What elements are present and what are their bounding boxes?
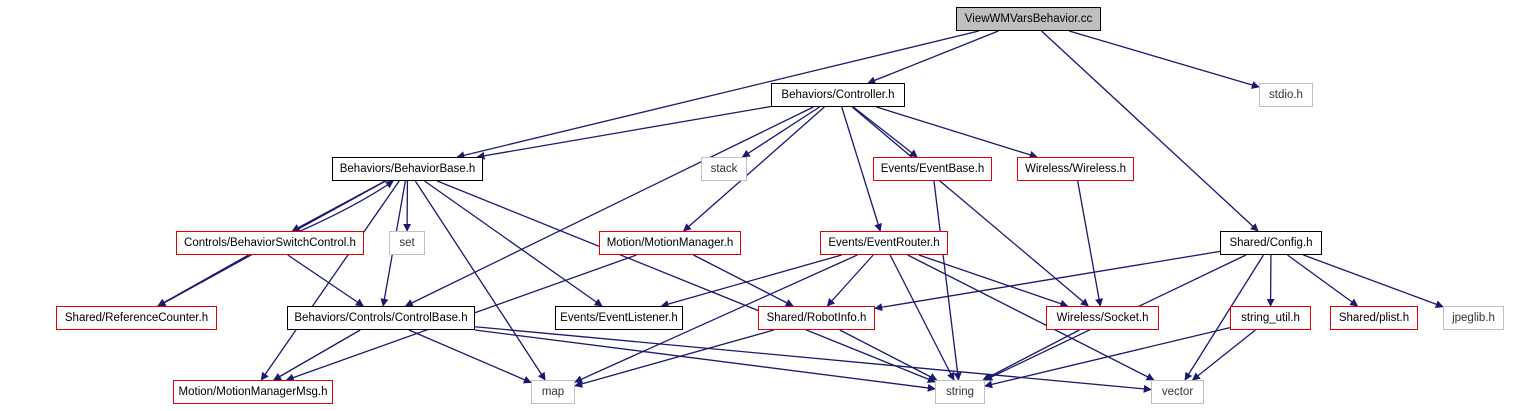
edge-controller-to-socket — [851, 106, 1089, 307]
node-shared-plist-h[interactable]: Shared/plist.h — [1330, 306, 1418, 330]
node-shared-robotinfo-h[interactable]: Shared/RobotInfo.h — [758, 306, 875, 330]
edge-strutil-to-string — [984, 327, 1231, 389]
edge-config-to-robotinfo — [874, 250, 1221, 312]
edge-root-to-controller — [867, 30, 999, 85]
node-events-eventlistener-h[interactable]: Events/EventListener.h — [555, 306, 683, 330]
edge-bswitch-to-bbase — [300, 180, 394, 232]
edge-root-to-stdio — [1068, 30, 1260, 89]
node-events-eventrouter-h[interactable]: Events/EventRouter.h — [820, 231, 948, 255]
node-shared-referencecounter-h[interactable]: Shared/ReferenceCounter.h — [56, 306, 217, 330]
edge-root-to-bbase — [456, 30, 979, 160]
edge-controller-to-evrouter — [841, 106, 882, 232]
node-map[interactable]: map — [531, 380, 575, 404]
node-stack[interactable]: stack — [701, 157, 747, 181]
node-string-util-h[interactable]: string_util.h — [1230, 306, 1311, 330]
edge-config-to-vector — [1184, 254, 1265, 381]
edge-wireless-to-socket — [1077, 180, 1103, 307]
node-behaviors-controller-h[interactable]: Behaviors/Controller.h — [771, 83, 905, 107]
edge-evrouter-to-socket — [918, 254, 1069, 308]
edge-root-to-config — [1041, 30, 1259, 232]
edge-bswitch-to-ctrlbase — [287, 254, 364, 307]
edge-controller-to-wireless — [876, 106, 1038, 159]
edge-bbase-to-map — [414, 180, 546, 381]
edge-config-to-plist — [1287, 254, 1359, 307]
node-events-eventbase-h[interactable]: Events/EventBase.h — [873, 157, 992, 181]
node-jpeglib-h[interactable]: jpeglib.h — [1443, 306, 1504, 330]
node-shared-config-h[interactable]: Shared/Config.h — [1220, 231, 1322, 255]
edge-evrouter-to-robotinfo — [826, 254, 874, 307]
edge-ctrlbase-to-vector — [474, 326, 1152, 393]
node-set[interactable]: set — [389, 231, 425, 255]
edge-bbase-to-motmsg — [260, 180, 400, 381]
edges-layer — [157, 30, 1444, 393]
edge-robotinfo-to-string — [839, 329, 938, 381]
node-motion-motionmanagermsg-h[interactable]: Motion/MotionManagerMsg.h — [173, 380, 333, 404]
edge-bswitch-to-refcount — [157, 254, 249, 307]
node-wireless-wireless-h[interactable]: Wireless/Wireless.h — [1017, 157, 1134, 181]
edge-bbase-to-string — [436, 180, 936, 383]
edge-evbase-to-string — [933, 180, 962, 381]
node-motion-motionmanager-h[interactable]: Motion/MotionManager.h — [599, 231, 741, 255]
edge-evrouter-to-evlistener — [660, 254, 842, 308]
node-vector[interactable]: vector — [1151, 380, 1204, 404]
edge-controller-to-evbase — [852, 106, 918, 158]
node-controls-behaviorswitchcontrol-h[interactable]: Controls/BehaviorSwitchControl.h — [176, 231, 364, 255]
edge-controller-to-stack — [741, 106, 820, 158]
edge-ctrlbase-to-motmsg — [273, 329, 361, 381]
node-string[interactable]: string — [935, 380, 985, 404]
edge-motmgr-to-robotinfo — [693, 254, 794, 307]
edge-controller-to-bbase — [476, 105, 772, 160]
edge-controller-to-ctrlbase — [404, 106, 814, 307]
node-view-wm-vars-behavior-cc[interactable]: ViewWMVarsBehavior.cc — [956, 7, 1101, 31]
edge-ctrlbase-to-map — [408, 329, 532, 384]
edge-bbase-to-evlistener — [424, 180, 603, 307]
node-wireless-socket-h[interactable]: Wireless/Socket.h — [1046, 306, 1159, 330]
node-behaviors-behaviorbase-h[interactable]: Behaviors/BehaviorBase.h — [332, 157, 483, 181]
edge-strutil-to-vector — [1191, 329, 1256, 381]
edge-config-to-jpeglib — [1303, 254, 1444, 308]
node-stdio-h[interactable]: stdio.h — [1259, 83, 1313, 107]
edge-evrouter-to-vector — [907, 254, 1155, 381]
edge-ctrlbase-to-string — [474, 329, 936, 392]
edge-evrouter-to-string — [889, 254, 955, 381]
edge-controller-to-motmgr — [683, 106, 825, 232]
edge-socket-to-string — [982, 329, 1080, 381]
edge-robotinfo-to-map — [574, 329, 774, 388]
node-behaviors-controls-controlbase-h[interactable]: Behaviors/Controls/ControlBase.h — [287, 306, 475, 330]
edge-evrouter-to-map — [574, 254, 858, 383]
